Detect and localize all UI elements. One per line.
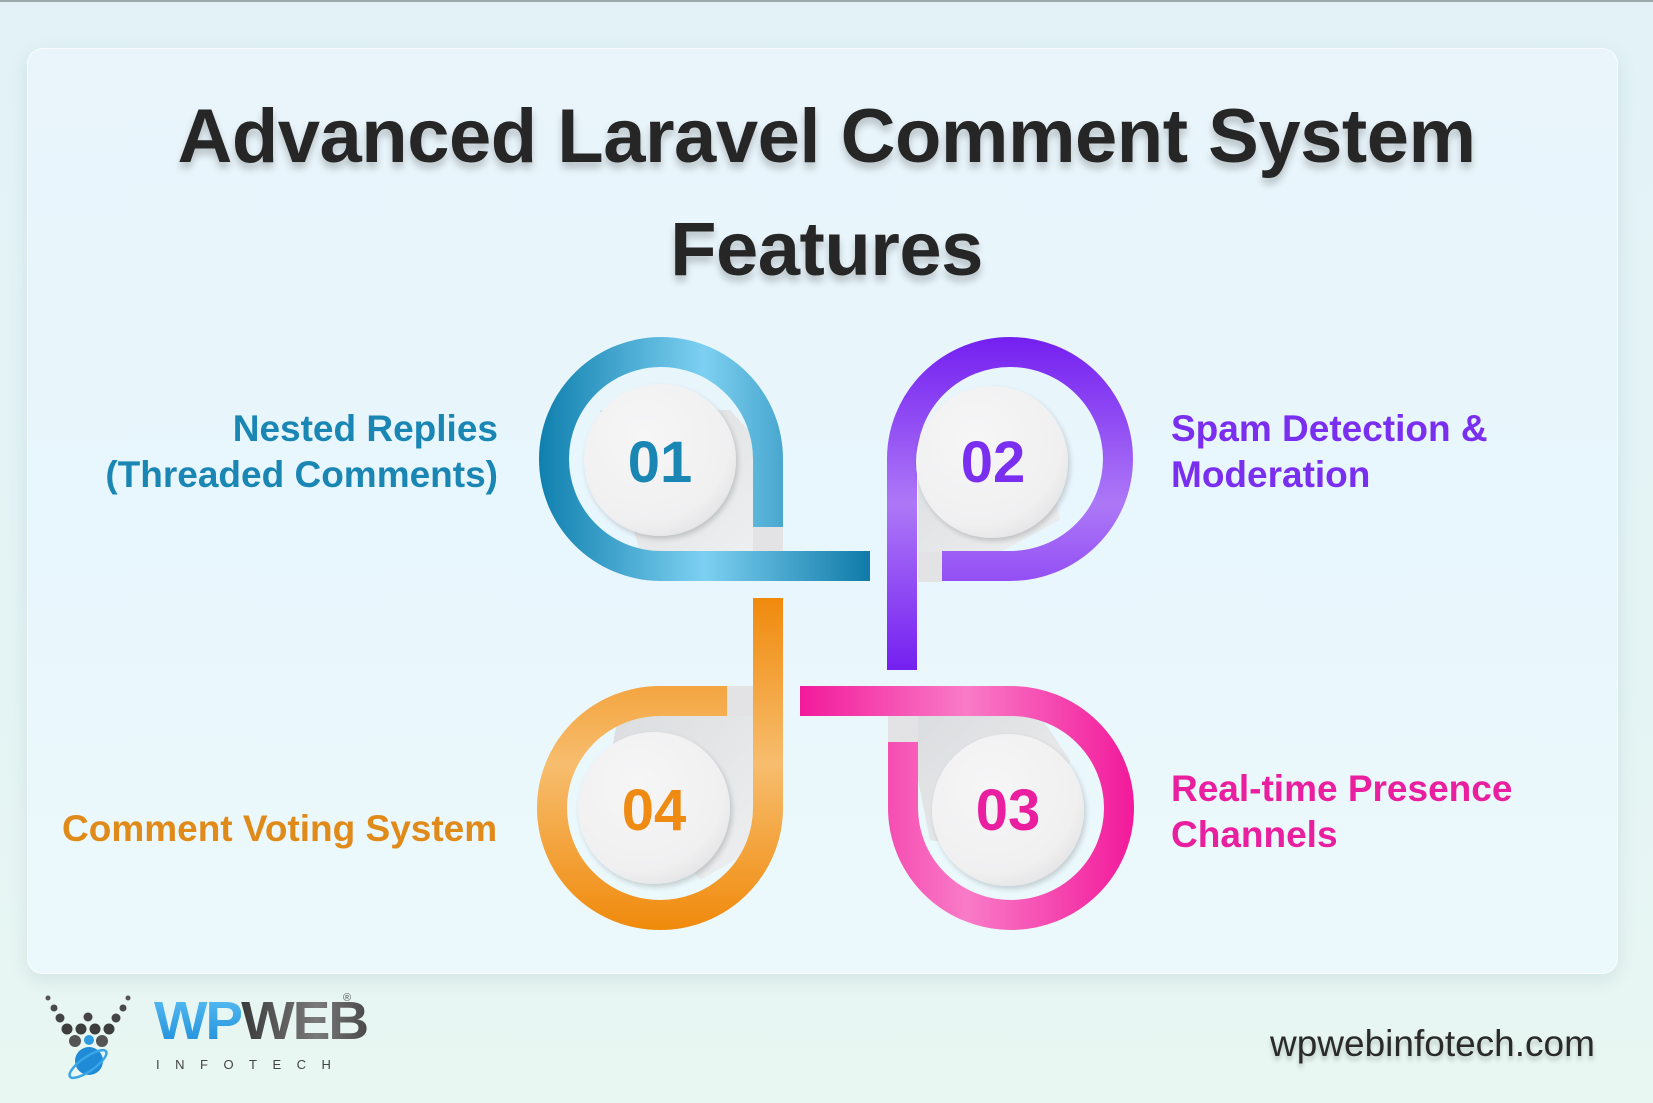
page-title-line-2: Features [670, 207, 983, 292]
logo-mark-icon [45, 995, 131, 1080]
feature-number-03: 03 [975, 778, 1041, 843]
registered-mark: ® [343, 992, 352, 1004]
feature-label-01-line-1: Nested Replies [232, 408, 498, 449]
logo-wordmark: WPWEB [154, 991, 369, 1051]
page-title-line-1: Advanced Laravel Comment System [177, 94, 1476, 179]
feature-label-02-line-2: Moderation [1171, 454, 1371, 495]
feature-label-02-line-1: Spam Detection & [1171, 408, 1488, 449]
feature-label-03: Real-time Presence Channels [1171, 766, 1512, 858]
disc-02 [916, 386, 1068, 538]
feature-label-03-line-2: Channels [1171, 814, 1338, 855]
feature-label-03-line-1: Real-time Presence [1171, 768, 1513, 809]
loop-03 [800, 685, 1134, 930]
logo-word-wp: WP [154, 991, 243, 1051]
feature-number-01: 01 [627, 430, 693, 495]
feature-number-04: 04 [621, 778, 687, 843]
infographic-card [27, 48, 1618, 974]
connector-gaps [727, 527, 942, 742]
feature-label-02: Spam Detection & Moderation [1171, 406, 1488, 498]
feature-label-01-line-2: (Threaded Comments) [105, 454, 498, 495]
feature-label-04: Comment Voting System [62, 806, 497, 852]
disc-04 [578, 732, 730, 884]
feature-number-02: 02 [960, 430, 1026, 495]
logo-tagline: INFOTECH [156, 1057, 347, 1072]
loop-01 [539, 337, 870, 581]
brand-logo: WPWEB ® INFOTECH [40, 990, 370, 1090]
disc-01 [584, 384, 736, 536]
disc-03 [932, 734, 1084, 886]
loop-02 [887, 337, 1133, 670]
feature-label-04-line-1: Comment Voting System [62, 808, 498, 849]
top-border [0, 0, 1653, 2]
feature-label-01: Nested Replies (Threaded Comments) [105, 406, 498, 498]
website-url: wpwebinfotech.com [1270, 1023, 1595, 1064]
loop-04 [537, 598, 783, 930]
logo-word-web: WEB [241, 991, 369, 1051]
